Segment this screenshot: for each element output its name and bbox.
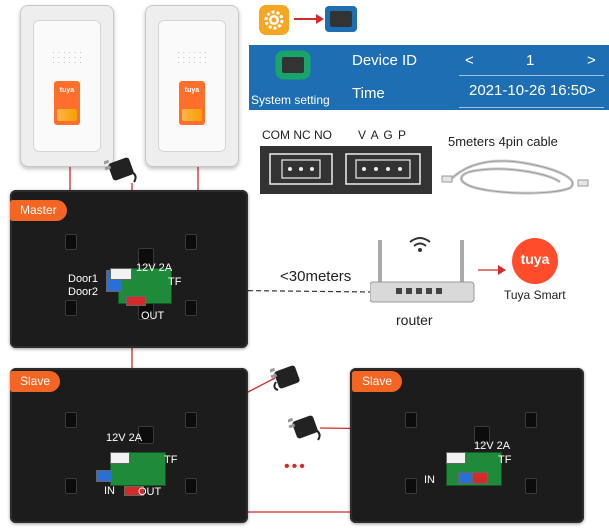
mount-slot xyxy=(138,426,154,444)
connector-red xyxy=(472,472,488,484)
tuya-sticker-stripe xyxy=(182,109,202,121)
distance-label: <30meters xyxy=(280,268,352,285)
device-id-value: 1 xyxy=(526,52,535,69)
slave-monitor-right: 12V 2A TF IN xyxy=(350,368,584,523)
divider xyxy=(459,75,604,76)
slave-left-badge: Slave xyxy=(10,371,61,392)
slave-left-out-label: OUT xyxy=(138,486,162,498)
tuya-logo: tuya xyxy=(512,238,558,284)
wifi-icon xyxy=(409,237,431,252)
arrow-right-icon xyxy=(294,14,324,24)
mount-slot xyxy=(185,478,197,494)
cable-coil-icon xyxy=(441,159,589,195)
com-nc-no-label: COM NC NO xyxy=(262,128,332,142)
tuya-sticker-text: tuya xyxy=(59,87,75,94)
more-slaves-ellipsis: ••• xyxy=(284,458,307,475)
tuya-logo-text: tuya xyxy=(520,251,550,267)
cable-label: 5meters 4pin cable xyxy=(448,134,558,149)
mount-slot xyxy=(185,300,197,316)
mount-slot xyxy=(138,248,154,266)
terminal-label-lines: · · · · · ·· · · · · ·· · · · · · xyxy=(177,51,207,66)
slave-left-tf-label: TF xyxy=(164,454,178,466)
slave-right-tf-label: TF xyxy=(498,454,512,466)
slave-right-power-label: 12V 2A xyxy=(474,440,511,452)
arrow-to-tuya-icon xyxy=(498,265,506,275)
power-adapter-icon xyxy=(104,157,137,183)
mount-slot xyxy=(65,478,77,494)
network-link-line xyxy=(191,289,373,293)
master-out-label: OUT xyxy=(141,310,165,322)
slave-left-in-label: IN xyxy=(104,485,115,497)
door-station-1: · · · · · ·· · · · · ·· · · · · · tuya xyxy=(20,5,114,167)
connector-white xyxy=(110,268,132,280)
connector-white xyxy=(110,452,130,464)
door-station-2: · · · · · ·· · · · · ·· · · · · · tuya xyxy=(145,5,239,167)
mount-slot xyxy=(185,234,197,250)
tuya-sticker: tuya xyxy=(179,81,205,125)
master-power-label: 12V 2A xyxy=(136,262,173,274)
mount-slot xyxy=(185,412,197,428)
mount-slot xyxy=(525,412,537,428)
monitor-icon xyxy=(325,6,357,32)
master-tf-label: TF xyxy=(168,276,182,288)
terminal-label-lines: · · · · · ·· · · · · ·· · · · · · xyxy=(52,51,82,66)
mount-slot xyxy=(65,234,77,250)
monitor-icon xyxy=(275,50,311,80)
slave-right-badge: Slave xyxy=(352,371,403,392)
connector-red xyxy=(126,296,146,306)
mount-slot xyxy=(405,478,417,494)
connector-red xyxy=(124,486,144,496)
tuya-sticker-stripe xyxy=(57,109,77,121)
connector-white xyxy=(446,452,466,464)
slave-left-power-label: 12V 2A xyxy=(106,432,143,444)
system-setting-panel: System setting Device ID < 1 > Time 2021… xyxy=(249,45,609,110)
tuya-sticker: tuya xyxy=(54,81,80,125)
mount-slot xyxy=(474,426,490,444)
time-label: Time xyxy=(352,85,385,102)
mount-slot xyxy=(525,478,537,494)
power-adapter-icon xyxy=(270,365,300,391)
vagp-label: V A G P xyxy=(358,128,408,142)
door-station-back-plate: · · · · · ·· · · · · ·· · · · · · tuya xyxy=(33,20,101,152)
mount-slot xyxy=(65,412,77,428)
door-station-back-plate: · · · · · ·· · · · · ·· · · · · · tuya xyxy=(158,20,226,152)
device-id-label: Device ID xyxy=(352,52,418,69)
tuya-smart-label: Tuya Smart xyxy=(504,288,566,302)
divider xyxy=(459,107,604,108)
time-value: 2021-10-26 16:50 xyxy=(469,82,588,99)
router-label: router xyxy=(396,312,433,328)
master-door2-label: Door2 xyxy=(68,286,98,298)
router-icon xyxy=(370,240,475,303)
connector-diagram xyxy=(260,146,432,194)
mount-slot xyxy=(405,412,417,428)
slave-right-in-label: IN xyxy=(424,474,435,486)
time-next-button[interactable]: > xyxy=(587,82,596,99)
tuya-sticker-text: tuya xyxy=(184,87,200,94)
mount-slot xyxy=(65,300,77,316)
slave-monitor-left: 12V 2A TF IN OUT xyxy=(10,368,248,523)
master-badge: Master xyxy=(10,200,67,221)
master-door1-label: Door1 xyxy=(68,273,98,285)
gear-icon xyxy=(259,5,289,35)
system-setting-label: System setting xyxy=(251,93,330,107)
connector-blue xyxy=(96,470,112,482)
power-adapter-icon xyxy=(288,415,321,441)
device-id-next-button[interactable]: > xyxy=(587,52,596,69)
device-id-prev-button[interactable]: < xyxy=(465,52,474,69)
